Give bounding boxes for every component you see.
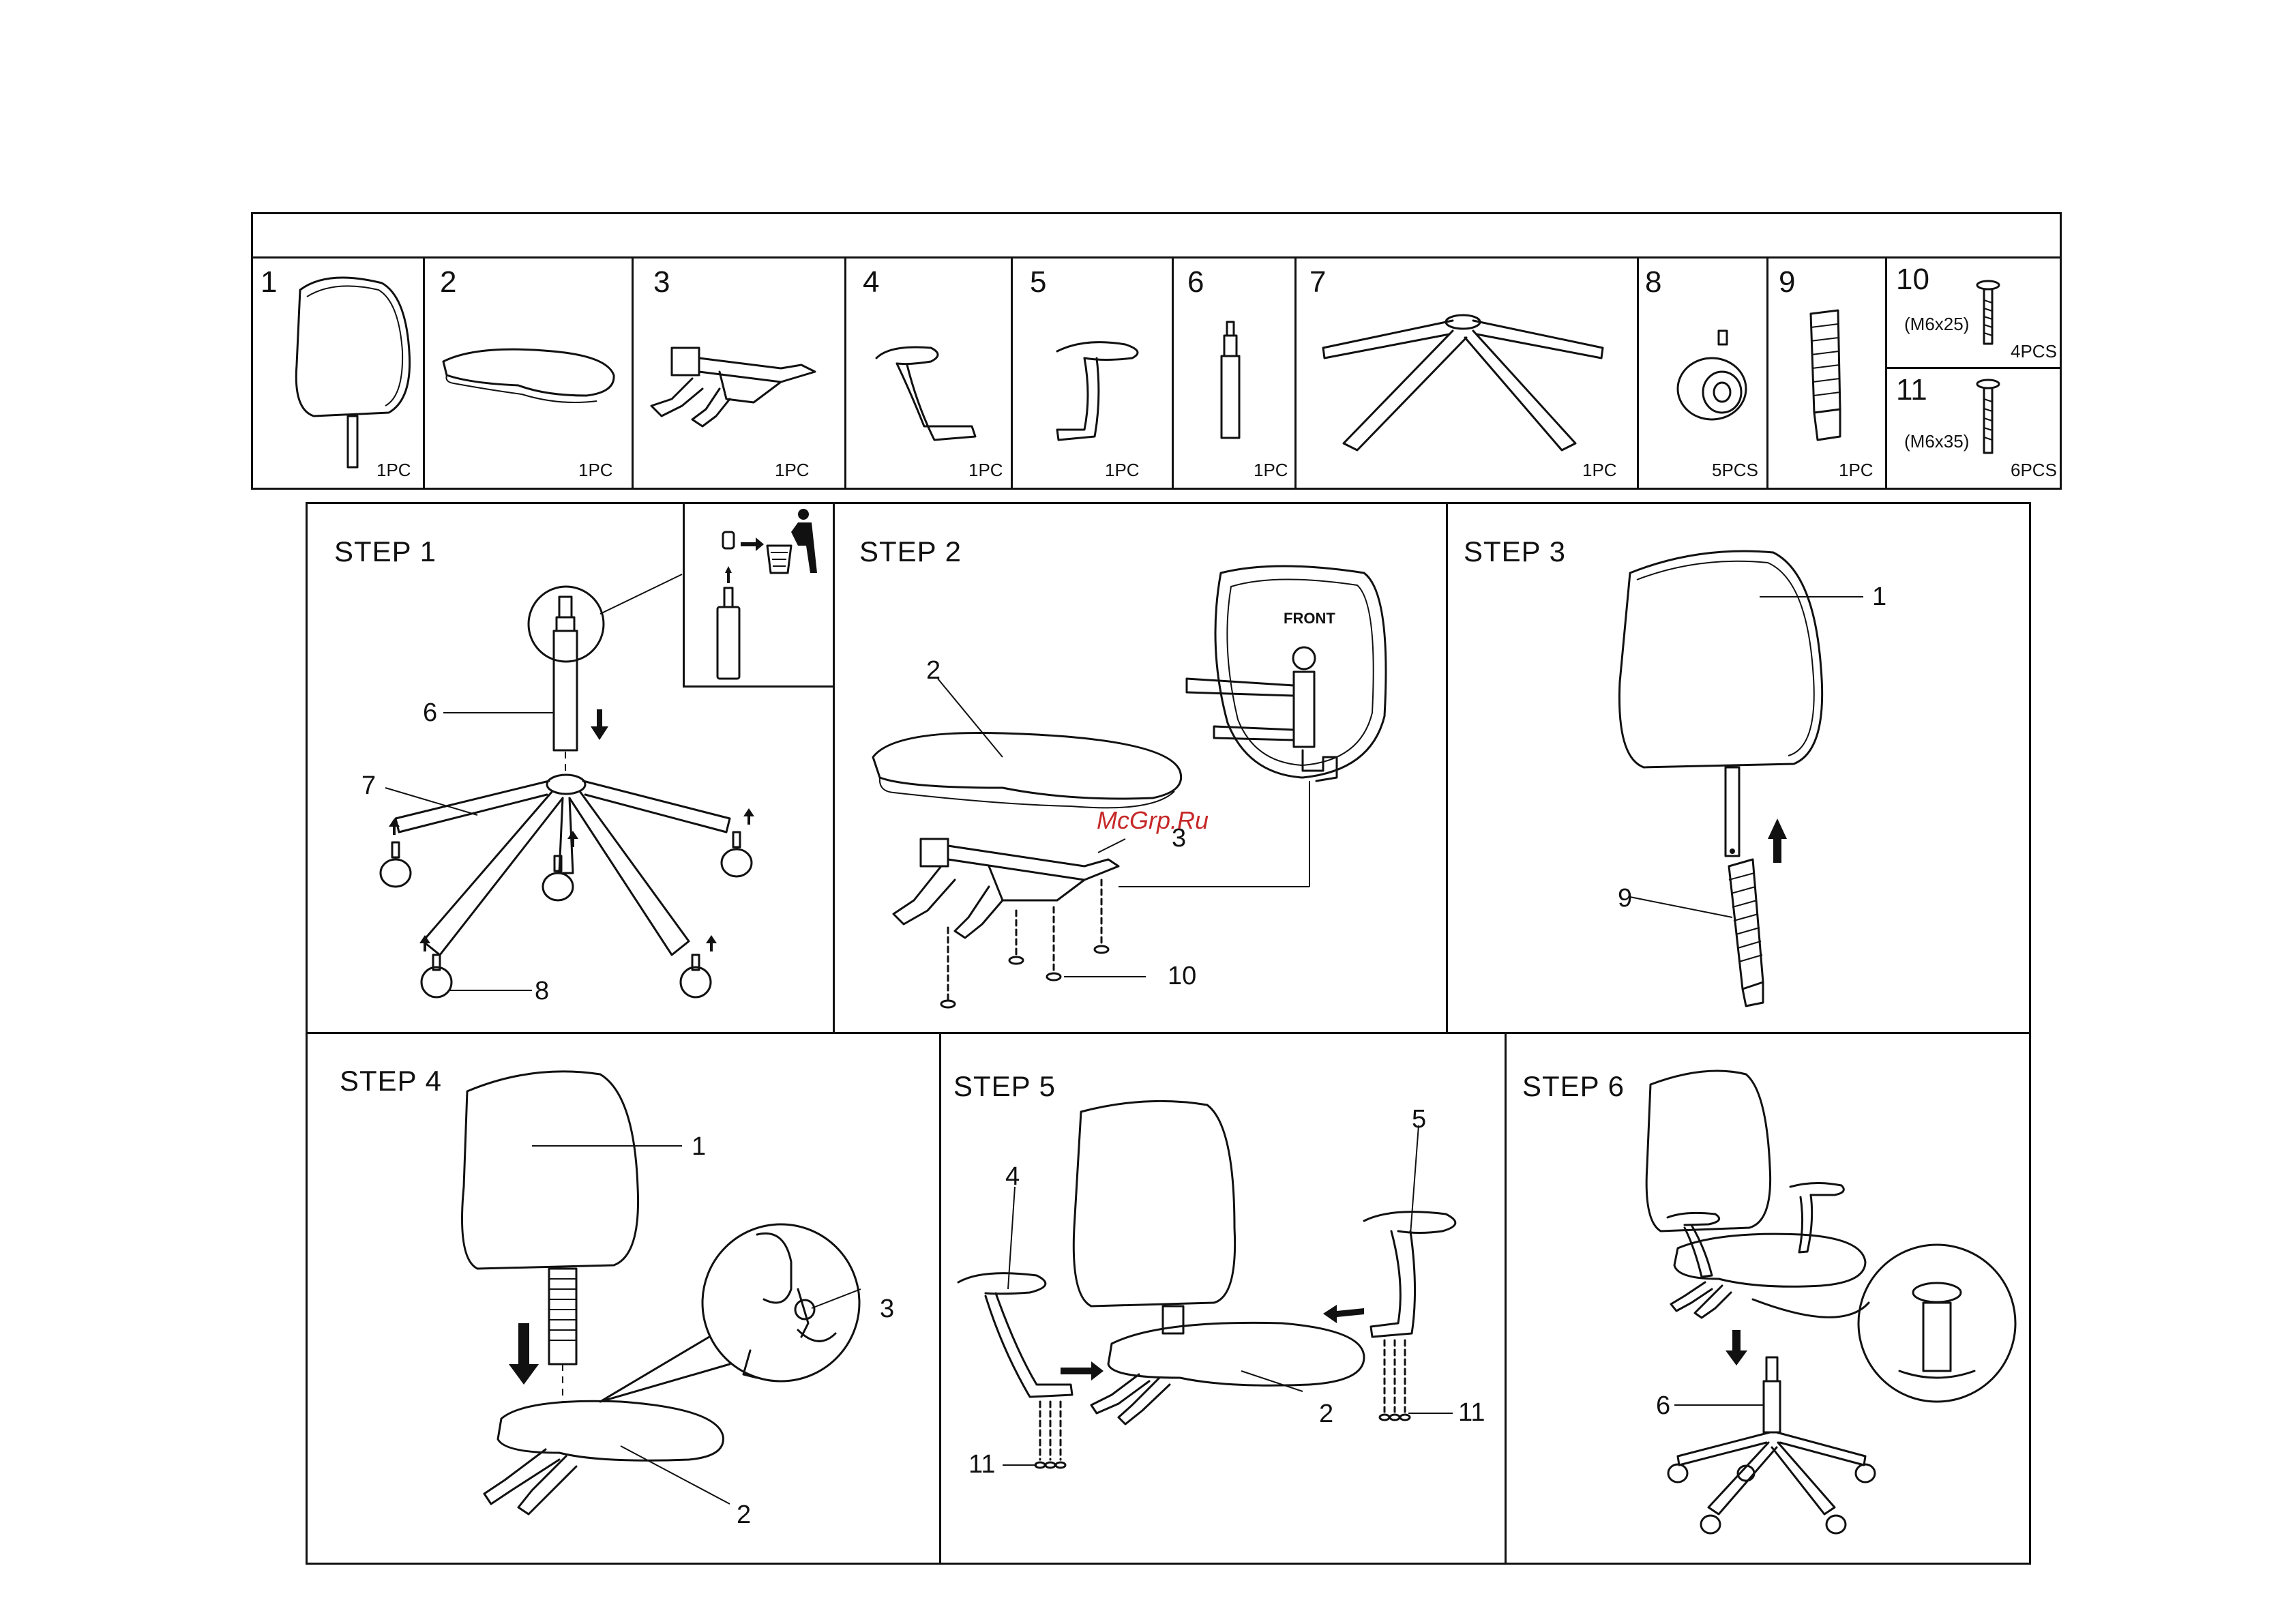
step-title: STEP 4 xyxy=(340,1067,442,1095)
screw-row-divider xyxy=(1885,367,2062,369)
callout-7: 7 xyxy=(361,773,376,799)
callout-11: 11 xyxy=(968,1451,995,1477)
callout-2: 2 xyxy=(737,1502,751,1528)
watermark: McGrp.Ru xyxy=(1097,806,1209,835)
callout-2: 2 xyxy=(926,658,941,683)
part-number: 7 xyxy=(1309,267,1326,297)
row-divider xyxy=(306,1032,2031,1034)
step3-drawing xyxy=(1616,546,1903,1016)
col-divider xyxy=(1446,502,1448,1033)
step5-drawing xyxy=(955,1091,1500,1541)
part-number: 6 xyxy=(1187,267,1204,297)
part-qty: 1PC xyxy=(1254,461,1288,479)
callout-3: 3 xyxy=(880,1296,894,1322)
callout-6: 6 xyxy=(423,700,437,726)
part-qty: 5PCS xyxy=(1712,461,1758,479)
part-number: 8 xyxy=(1645,267,1661,297)
step-title: STEP 3 xyxy=(1464,537,1566,566)
bellows-cover-icon xyxy=(1801,307,1855,443)
caster-icon xyxy=(1664,327,1760,430)
part-number: 1 xyxy=(261,267,277,297)
part-number: 5 xyxy=(1030,267,1046,297)
screw-m6x25-icon xyxy=(1974,280,2002,355)
gas-lift-icon xyxy=(1211,321,1252,443)
right-armrest-icon xyxy=(1043,334,1166,450)
part-number: 3 xyxy=(653,267,670,297)
mechanism-icon xyxy=(645,341,835,430)
part-qty: 1PC xyxy=(968,461,1003,479)
screw-number: 11 xyxy=(1896,375,1927,405)
callout-4: 4 xyxy=(1005,1164,1020,1190)
callout-5: 5 xyxy=(1412,1106,1426,1132)
underside-front-label: FRONT xyxy=(1284,610,1335,628)
five-star-base-icon xyxy=(1309,307,1616,457)
callout-1: 1 xyxy=(692,1134,706,1160)
col-divider xyxy=(1885,256,1887,490)
parts-table-header-divider xyxy=(251,256,2062,259)
step-title: STEP 1 xyxy=(334,537,436,566)
part-qty: 1PC xyxy=(1105,461,1140,479)
col-divider xyxy=(1505,1033,1507,1565)
step2-drawing xyxy=(866,546,1439,1023)
step6-drawing xyxy=(1637,1064,2019,1548)
screw-qty: 6PCS xyxy=(2011,461,2057,479)
part-number: 4 xyxy=(863,267,879,297)
step-title: STEP 6 xyxy=(1522,1072,1625,1101)
col-divider xyxy=(844,256,846,490)
part-qty: 1PC xyxy=(578,461,613,479)
col-divider xyxy=(833,502,835,1033)
screw-spec: (M6x25) xyxy=(1904,315,1969,333)
left-armrest-icon xyxy=(870,338,1006,447)
callout-8: 8 xyxy=(535,978,549,1004)
col-divider xyxy=(1766,256,1768,490)
col-divider xyxy=(1172,256,1174,490)
col-divider xyxy=(632,256,634,490)
callout-2: 2 xyxy=(1319,1401,1333,1427)
callout-11: 11 xyxy=(1458,1400,1485,1426)
seat-icon xyxy=(436,341,627,409)
col-divider xyxy=(939,1033,941,1565)
col-divider xyxy=(423,256,425,490)
screw-qty: 4PCS xyxy=(2011,342,2057,360)
callout-9: 9 xyxy=(1618,885,1632,911)
step1-drawing xyxy=(355,573,832,1016)
backrest-icon xyxy=(286,269,423,474)
callout-6: 6 xyxy=(1656,1393,1670,1419)
screw-m6x35-icon xyxy=(1974,379,2002,460)
part-qty: 1PC xyxy=(775,461,810,479)
part-number: 9 xyxy=(1779,267,1795,297)
part-number: 2 xyxy=(440,267,456,297)
callout-1: 1 xyxy=(1872,584,1886,610)
callout-10: 10 xyxy=(1168,963,1196,989)
col-divider xyxy=(1294,256,1297,490)
col-divider xyxy=(1011,256,1013,490)
screw-number: 10 xyxy=(1896,265,1929,295)
part-qty: 1PC xyxy=(1839,461,1874,479)
part-qty: 1PC xyxy=(1582,461,1617,479)
col-divider xyxy=(1637,256,1639,490)
screw-spec: (M6x35) xyxy=(1904,432,1969,450)
